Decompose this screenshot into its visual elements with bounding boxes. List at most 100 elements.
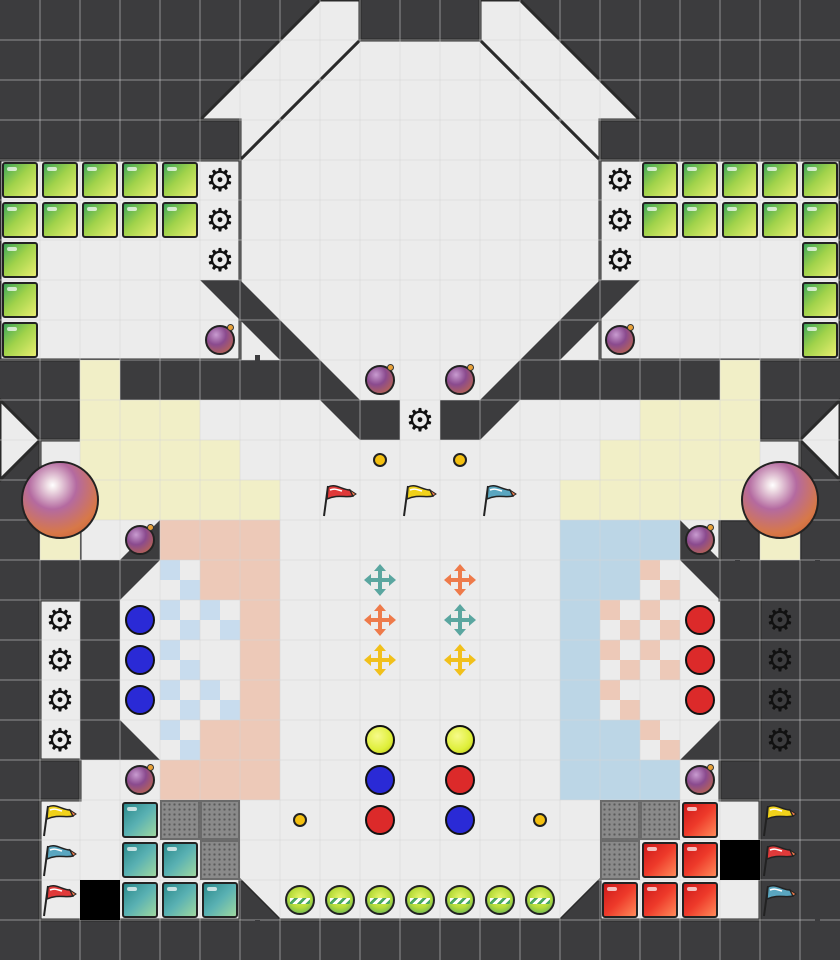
flag-icon (760, 880, 800, 920)
checker-right (600, 560, 680, 760)
teal-tile (122, 882, 158, 918)
gear-icon: ⚙ (605, 241, 635, 279)
red-disc (685, 605, 715, 635)
grate-block (160, 800, 200, 840)
green-tile (802, 242, 838, 278)
coin-icon (293, 813, 307, 827)
red-tile (642, 842, 678, 878)
arrow-cross-icon (440, 600, 480, 640)
green-tile (122, 162, 158, 198)
arrow-cross-icon (440, 640, 480, 680)
bomb-icon[interactable] (605, 324, 635, 355)
green-tile (162, 162, 198, 198)
green-tile (722, 202, 758, 238)
green-tile (42, 202, 78, 238)
gear-icon: ⚙ (205, 201, 235, 239)
bomb-icon[interactable] (685, 764, 715, 795)
green-tile (722, 162, 758, 198)
lime-disc (445, 725, 475, 755)
gear-icon: ⚙ (405, 401, 435, 439)
green-tile (642, 202, 678, 238)
hole-block (720, 840, 760, 880)
grate-block (600, 840, 640, 880)
bomb-icon[interactable] (205, 324, 235, 355)
striped-ball-icon[interactable] (445, 885, 475, 915)
green-tile (2, 162, 38, 198)
teal-tile (122, 842, 158, 878)
bottom-left-ramp (240, 880, 280, 920)
bomb-icon[interactable] (365, 364, 395, 395)
teal-tile (162, 842, 198, 878)
arrow-cross-icon (360, 640, 400, 680)
gear-icon: ⚙ (765, 721, 795, 759)
striped-ball-icon[interactable] (285, 885, 315, 915)
teal-tile (162, 882, 198, 918)
green-tile (762, 162, 798, 198)
gear-icon: ⚙ (765, 681, 795, 719)
green-tile (682, 202, 718, 238)
green-tile (42, 162, 78, 198)
gear-icon: ⚙ (45, 641, 75, 679)
green-tile (802, 162, 838, 198)
green-tile (82, 202, 118, 238)
blue-disc (125, 645, 155, 675)
gear-icon: ⚙ (765, 601, 795, 639)
red-disc (445, 765, 475, 795)
red-tile (642, 882, 678, 918)
arrow-cross-icon (360, 600, 400, 640)
red-disc (365, 805, 395, 835)
red-tile (682, 842, 718, 878)
red-disc (685, 685, 715, 715)
arrow-cross-icon (360, 560, 400, 600)
big-bomb-icon[interactable] (741, 461, 819, 539)
striped-ball-icon[interactable] (325, 885, 355, 915)
teal-tile (202, 882, 238, 918)
blue-disc (125, 685, 155, 715)
coin-icon (533, 813, 547, 827)
bomb-icon[interactable] (125, 524, 155, 555)
gear-icon: ⚙ (45, 721, 75, 759)
green-tile (2, 202, 38, 238)
gear-icon: ⚙ (605, 161, 635, 199)
flag-icon (400, 480, 440, 520)
green-tile (2, 322, 38, 358)
gear-icon: ⚙ (205, 241, 235, 279)
bomb-icon[interactable] (445, 364, 475, 395)
striped-ball-icon[interactable] (485, 885, 515, 915)
bottom-right-ramp (560, 880, 600, 920)
bomb-icon[interactable] (125, 764, 155, 795)
red-tile (602, 882, 638, 918)
green-tile (762, 202, 798, 238)
gear-icon: ⚙ (605, 201, 635, 239)
green-tile (162, 202, 198, 238)
striped-ball-icon[interactable] (405, 885, 435, 915)
grate-block (600, 800, 640, 840)
green-tile (682, 162, 718, 198)
arrow-cross-icon (440, 560, 480, 600)
striped-ball-icon[interactable] (525, 885, 555, 915)
blue-disc (445, 805, 475, 835)
big-bomb-icon[interactable] (21, 461, 99, 539)
green-tile (802, 322, 838, 358)
green-tile (802, 282, 838, 318)
flag-icon (40, 880, 80, 920)
gear-icon: ⚙ (45, 601, 75, 639)
striped-ball-icon[interactable] (365, 885, 395, 915)
coin-icon (453, 453, 467, 467)
checker-left (160, 560, 240, 760)
blue-disc (125, 605, 155, 635)
teal-tile (122, 802, 158, 838)
gear-icon: ⚙ (205, 161, 235, 199)
coin-icon (373, 453, 387, 467)
lime-disc (365, 725, 395, 755)
grate-block (640, 800, 680, 840)
sky-region (560, 520, 680, 800)
gear-icon: ⚙ (765, 641, 795, 679)
blue-disc (365, 765, 395, 795)
green-tile (122, 202, 158, 238)
red-tile (682, 882, 718, 918)
bomb-icon[interactable] (685, 524, 715, 555)
